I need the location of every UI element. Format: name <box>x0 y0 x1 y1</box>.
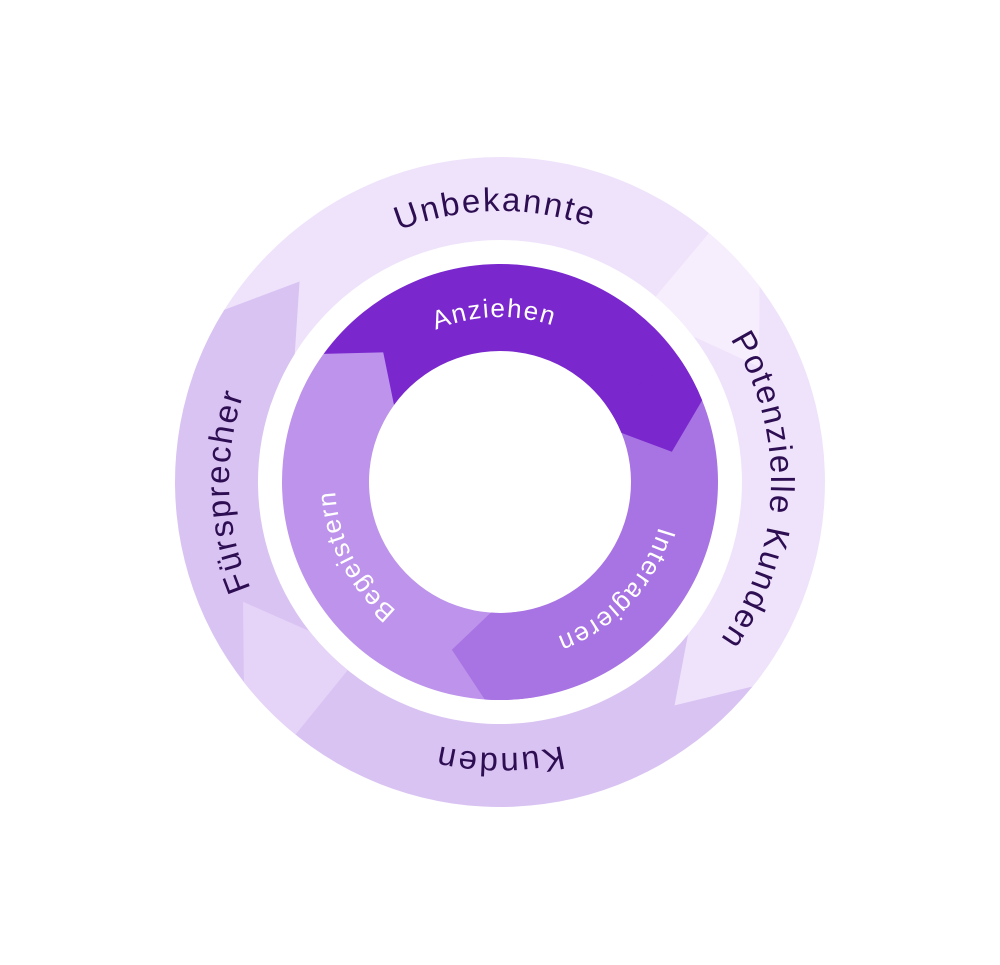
inner-arrow-interagieren-icon <box>451 611 535 701</box>
outer-arrow-top-left-icon <box>192 281 300 404</box>
inner-segment-interagieren <box>484 400 719 701</box>
inner-segment-anziehen <box>323 263 703 433</box>
outer-chevron-bottom-left-icon <box>243 601 348 735</box>
outer-chevron-top-right-icon <box>655 233 760 367</box>
outer-arrow-bottom-right-icon <box>674 588 793 706</box>
inner-arrow-begeistern-icon <box>299 352 395 431</box>
inner-segment-begeistern <box>281 353 491 700</box>
inner-arrow-anziehen-icon <box>607 356 703 452</box>
outer-ring <box>174 157 825 808</box>
inner-wheel <box>281 263 719 701</box>
